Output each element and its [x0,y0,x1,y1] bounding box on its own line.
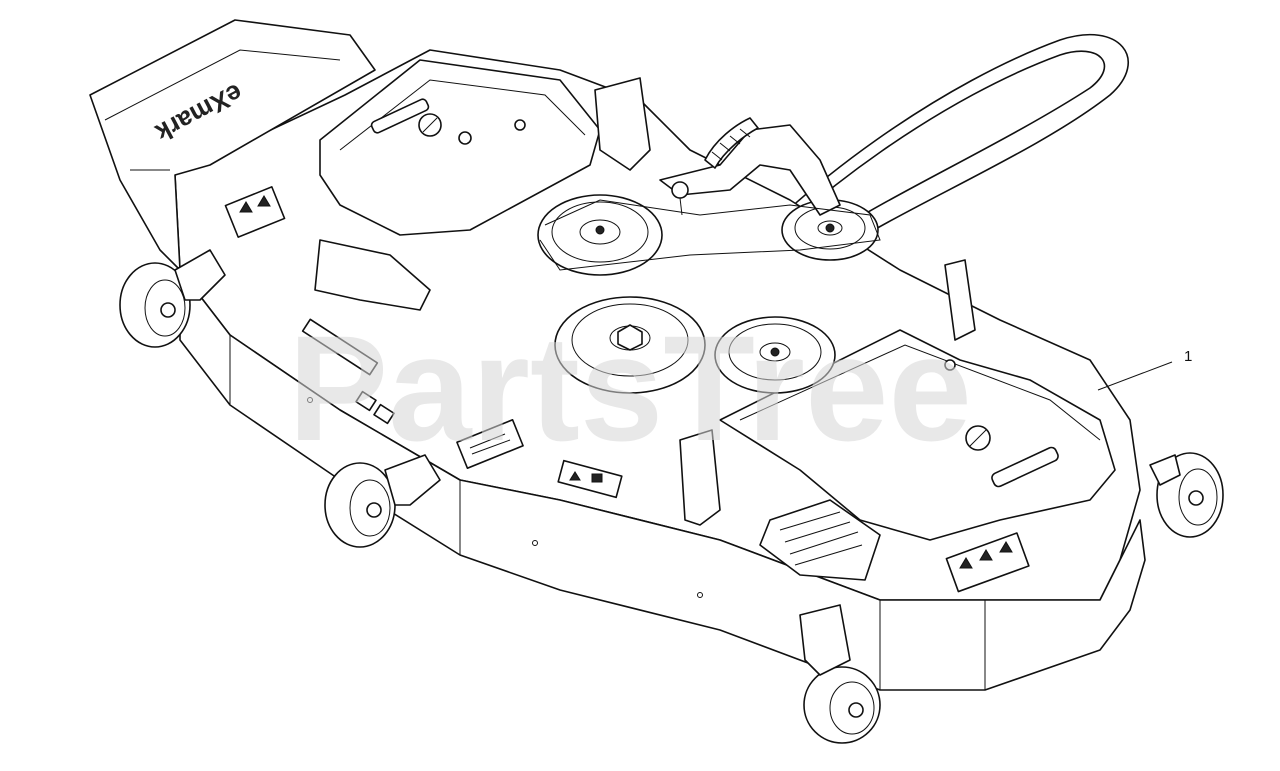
grille-plate [759,499,881,581]
tension-spring [704,117,759,169]
main-spindle-pulley [554,296,706,394]
center-pulley [537,194,663,276]
right-spindle-pulley [714,316,836,394]
right-belt-cover [719,329,1116,541]
left-side-panel [89,19,376,271]
safety-decal-left [224,186,286,238]
front-bracket [679,429,721,526]
watermark: PartsTree [288,304,972,472]
deck-info-decal [456,418,524,470]
caster-wheel-front-right [1149,452,1224,538]
belt-run [539,199,881,271]
idler-pulley [781,199,879,261]
caster-wheel-front-center [799,604,881,744]
callout-number: 1 [1184,348,1192,365]
left-baffle-bracket [314,239,431,311]
model-plate [301,318,395,425]
safety-decal-right [945,532,1030,593]
caster-wheel-front-left [324,454,441,548]
safety-decal-front [557,459,623,499]
callout-leader-line [1097,361,1173,391]
right-bracket [944,259,976,341]
left-belt-cover [319,59,601,236]
caster-wheel-rear-left [119,249,226,348]
center-bracket [594,77,651,171]
